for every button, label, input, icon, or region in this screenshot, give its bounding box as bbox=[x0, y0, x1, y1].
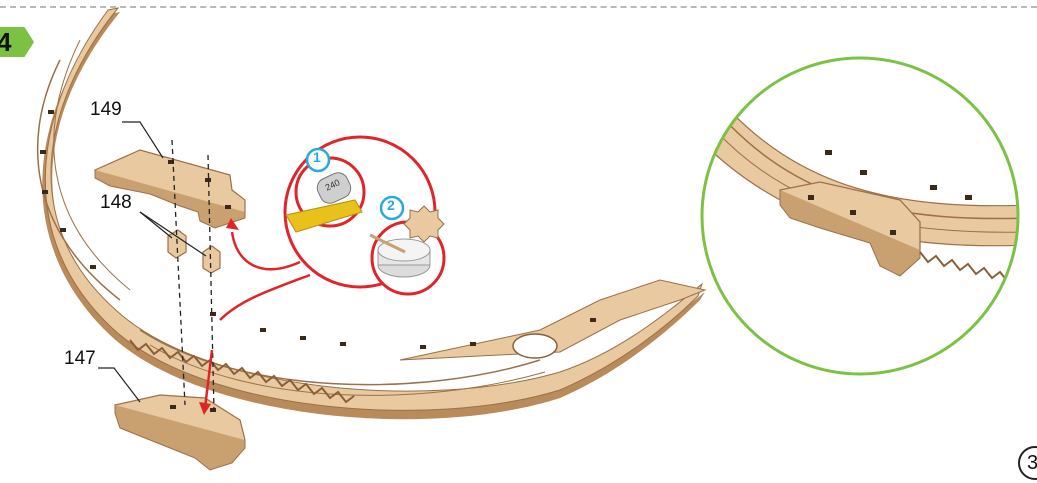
part-label-148: 148 bbox=[100, 192, 132, 214]
zoom-detail bbox=[700, 58, 1030, 374]
step-2-number: 2 bbox=[387, 197, 395, 213]
step-1-number: 1 bbox=[313, 149, 321, 165]
part-149-piece bbox=[95, 150, 245, 228]
part-147-piece bbox=[115, 395, 245, 470]
part-label-149: 149 bbox=[90, 99, 122, 121]
part-label-147: 147 bbox=[64, 348, 96, 370]
